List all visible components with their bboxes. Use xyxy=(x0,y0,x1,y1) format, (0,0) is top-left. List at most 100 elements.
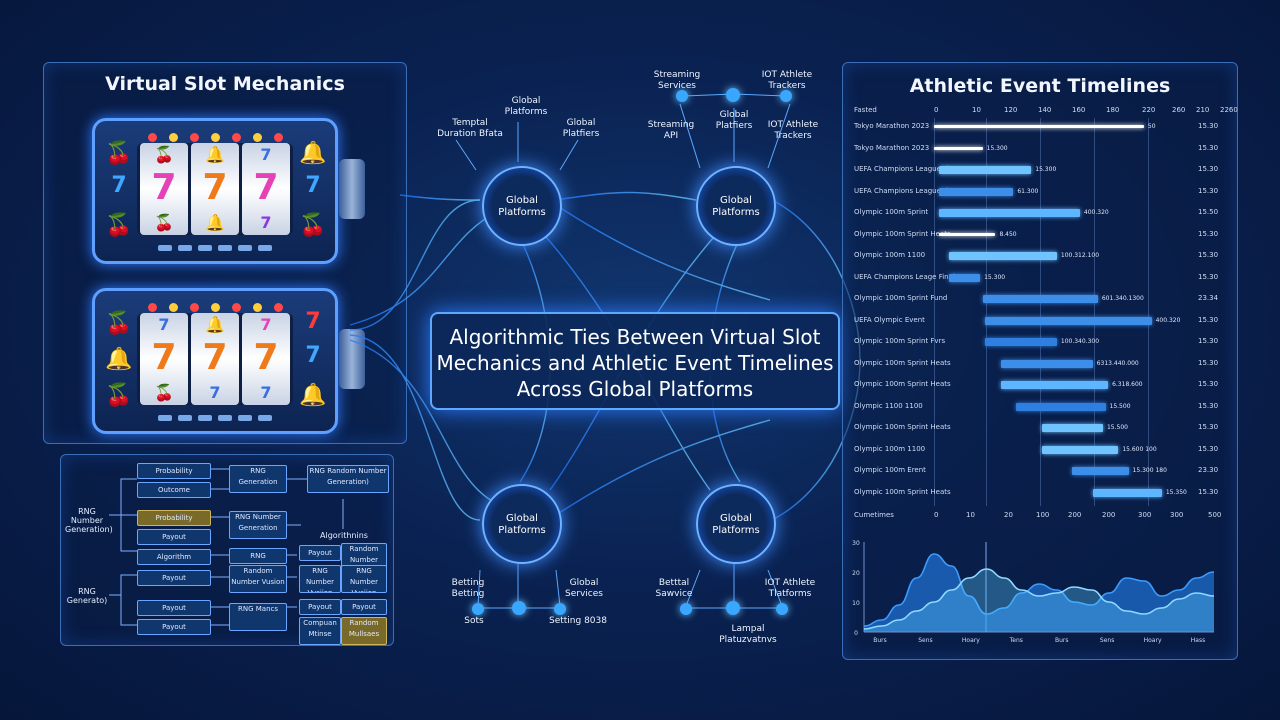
node-label: Streaming Services xyxy=(653,70,701,91)
timeline-bottom-tick: 300 xyxy=(1170,511,1184,519)
area-x-tick: Burs xyxy=(873,637,887,644)
timeline-row-label: Olympic 100m Sprint Heats xyxy=(854,229,951,238)
timeline-row-label: Olympic 100m Sprint Fvrs xyxy=(854,337,946,345)
reel-1: 🍒 7 🍒 xyxy=(140,143,188,235)
timeline-row-time: 15.30 xyxy=(1198,487,1219,496)
node-label: IOT Athlete Trackers xyxy=(767,120,819,141)
cherry-icon: 🍒 xyxy=(105,213,133,238)
main-title-line-3: Across Global Platforms xyxy=(516,377,754,401)
timeline-bar-value: 15.350 xyxy=(1165,488,1187,496)
timeline-bar xyxy=(939,187,1014,196)
rng-box-8b: RNG Number Vusiion xyxy=(341,565,387,593)
timeline-bar-value: 15.300 xyxy=(1035,166,1057,173)
timeline-bar-value: 601.340.1300 xyxy=(1101,295,1144,302)
area-series-line xyxy=(863,553,1215,627)
timeline-bar xyxy=(1041,424,1103,432)
timeline-tick: 260 xyxy=(1172,106,1186,114)
cherry-icon: 🍒 xyxy=(105,311,133,336)
left-panel-title: Virtual Slot Mechanics xyxy=(105,73,345,95)
timeline-bar xyxy=(985,338,1057,346)
node-label: Lampal Platuzvatnvs xyxy=(719,624,777,645)
timeline-tick: 0 xyxy=(934,106,939,114)
timeline-row-time: 15.30 xyxy=(1198,401,1219,410)
timeline-row-label: Olympic 100m Erent xyxy=(854,466,926,474)
right-panel-title: Athletic Event Timelines xyxy=(909,75,1171,97)
node-dot xyxy=(776,603,788,615)
seven-icon: 7 xyxy=(151,337,177,378)
node-dot xyxy=(676,90,688,102)
reel-1: 7 7 🍒 xyxy=(140,313,188,405)
timeline-row-time: 15.50 xyxy=(1198,208,1219,216)
timeline-row-label: Olympic 100m Sprint Fund xyxy=(854,294,948,302)
timeline-bar xyxy=(982,295,1098,303)
rng-box-8: RNG Number Vusiion xyxy=(299,565,341,593)
payout-box-1: Payout xyxy=(137,529,211,545)
bell-icon: 🔔 xyxy=(205,213,225,232)
seven-icon: 7 xyxy=(253,337,279,378)
node-dot xyxy=(780,90,792,102)
timeline-bottom-tick: 500 xyxy=(1208,511,1222,519)
slot-machine-2: 🍒 🔔 🍒 7 7 🔔 7 7 🍒 🔔 7 7 7 7 7 xyxy=(92,288,365,434)
cherry-icon: 🍒 xyxy=(105,141,133,166)
node-dot xyxy=(512,601,526,615)
timeline-tick: 2260 xyxy=(1220,106,1238,114)
flow-connectors xyxy=(109,468,344,626)
node-label: IOT Athlete Tlatforms xyxy=(764,578,816,599)
timeline-row-time: 23.34 xyxy=(1198,294,1219,302)
rng-box-2: RNG Random Number Generation) xyxy=(307,465,389,493)
cherry-icon: 🍒 xyxy=(105,383,133,408)
cherry-icon: 🍒 xyxy=(154,383,174,402)
timeline-tick: 210 xyxy=(1196,106,1210,114)
timeline-bar-value: 8.450 xyxy=(999,230,1017,238)
node-label: Betttal Sawvice xyxy=(655,578,693,599)
rng-box-11: RNG Mancs xyxy=(229,603,287,631)
timeline-row-time: 15.30 xyxy=(1198,444,1219,453)
node-label: Global Platfiers xyxy=(715,110,753,131)
timeline-bar-value: 50 xyxy=(1147,123,1156,130)
timeline-row-time: 15.30 xyxy=(1198,229,1219,238)
seven-icon: 7 xyxy=(111,173,127,198)
payout-box-7: Payout xyxy=(341,599,387,615)
rng-box-3: RNG Number Generation xyxy=(229,511,287,539)
rng-box-12: Compuan Mtinse xyxy=(299,617,341,645)
node-label: Temptal Duration Bfata xyxy=(437,118,503,139)
seven-icon: 7 xyxy=(260,383,272,402)
payout-box-6: Payout xyxy=(299,599,341,615)
seven-icon: 7 xyxy=(260,315,272,334)
payout-box-3: Payout xyxy=(137,600,211,616)
area-x-tick: Tens xyxy=(1009,637,1023,644)
area-y-tick: 0 xyxy=(854,630,858,637)
rng-box-13: Random Mullsaes xyxy=(341,617,387,645)
bell-icon: 🔔 xyxy=(205,315,225,334)
hub-bottom-left: Global Platforms xyxy=(482,484,562,564)
payout-box-4: Payout xyxy=(137,619,211,635)
area-y-tick: 30 xyxy=(852,540,860,547)
area-x-tick: Hoary xyxy=(962,637,980,644)
rng-generator-label: RNG Number Generation) xyxy=(65,507,113,534)
timeline-tick: 140 xyxy=(1038,106,1052,114)
timeline-row-time: 15.30 xyxy=(1198,272,1219,281)
node-dot xyxy=(472,603,484,615)
timeline-bar-value: 15.500 xyxy=(1109,402,1131,410)
timeline-row-time: 15.30 xyxy=(1198,143,1219,152)
area-series-fill xyxy=(864,569,1214,632)
timeline-bar xyxy=(939,232,996,236)
timeline-bar-value: 15.500 xyxy=(1106,424,1128,431)
timeline-bottom-tick: 0 xyxy=(934,511,939,519)
timeline-header-label: Fasted xyxy=(854,106,877,114)
area-x-tick: Burs xyxy=(1055,637,1069,644)
timeline-bar xyxy=(1092,488,1162,497)
slot-machine-1: 🍒 7 🍒 🔔 7 🍒 🍒 7 🍒 🔔 7 🔔 7 7 7 xyxy=(92,118,365,264)
node-dot xyxy=(554,603,566,615)
node-label: IOT Athlete Trackers xyxy=(761,70,813,91)
node-label: Setting 8038 xyxy=(549,616,607,626)
slot-lights xyxy=(95,127,335,146)
main-title-box: Algorithmic Ties Between Virtual Slot Me… xyxy=(430,312,840,410)
timeline-row-time: 15.30 xyxy=(1198,251,1219,259)
timeline-tick: 180 xyxy=(1106,106,1120,114)
outcome-box: Outcome xyxy=(137,482,211,498)
slot-knob xyxy=(339,329,365,389)
timeline-bar xyxy=(1000,359,1093,368)
timeline-row-time: 15.30 xyxy=(1198,186,1219,195)
